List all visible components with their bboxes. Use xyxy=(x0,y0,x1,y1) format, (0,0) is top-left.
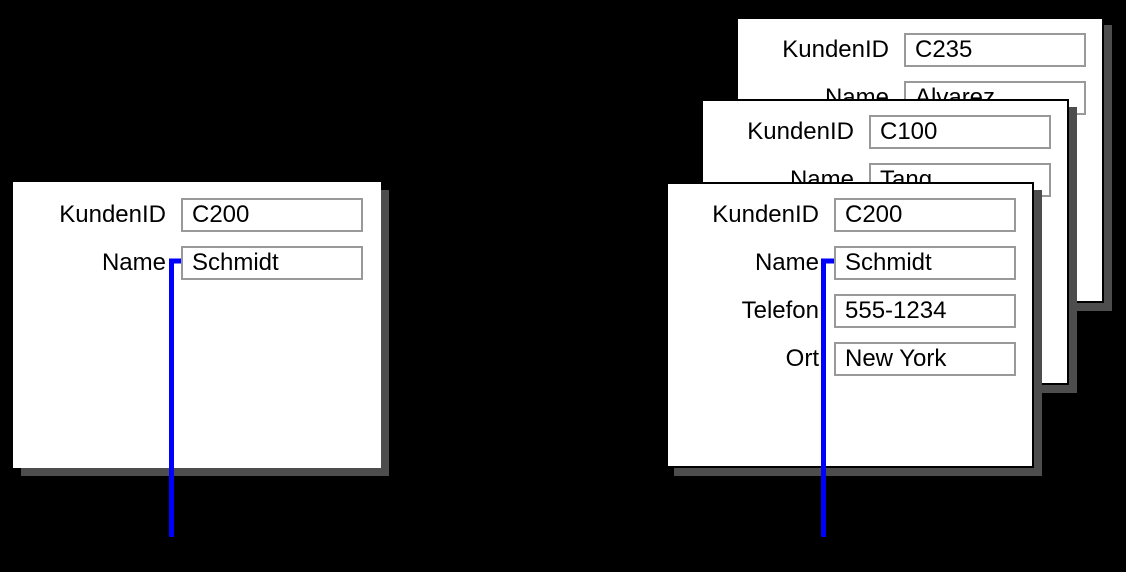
field-label-kundenid: KundenID xyxy=(747,118,854,145)
field-label-name: Name xyxy=(101,249,166,276)
field-row-name: Name Schmidt xyxy=(15,246,379,280)
field-input-kundenid[interactable]: C100 xyxy=(869,115,1051,149)
field-value: C235 xyxy=(915,36,973,63)
field-value: C100 xyxy=(880,118,938,145)
field-input-kundenid[interactable]: C235 xyxy=(904,33,1086,67)
field-value: New York xyxy=(845,345,947,372)
field-label-telefon: Telefon xyxy=(741,297,819,324)
field-value: 555-1234 xyxy=(845,297,947,324)
field-input-ort[interactable]: New York xyxy=(834,342,1016,376)
field-label-ort: Ort xyxy=(785,345,819,372)
field-label-kundenid: KundenID xyxy=(59,201,166,228)
field-input-kundenid[interactable]: C200 xyxy=(834,198,1016,232)
field-label-kundenid: KundenID xyxy=(782,36,889,63)
field-input-kundenid[interactable]: C200 xyxy=(181,198,363,232)
field-row-kundenid: KundenID C200 xyxy=(668,198,1032,232)
field-row-telefon: Telefon 555-1234 xyxy=(668,294,1032,328)
field-label-name: Name xyxy=(754,249,819,276)
form-card-single: KundenID C200 Name Schmidt xyxy=(13,182,381,468)
form-card-stack-front: KundenID C200 Name Schmidt Telefon 555-1… xyxy=(666,182,1034,468)
field-value: C200 xyxy=(845,201,903,228)
field-input-name[interactable]: Schmidt xyxy=(181,246,363,280)
field-value: Schmidt xyxy=(845,249,932,276)
field-row-kundenid: KundenID C235 xyxy=(738,33,1102,67)
field-value: C200 xyxy=(192,201,250,228)
field-row-kundenid: KundenID C100 xyxy=(703,115,1067,149)
field-value: Schmidt xyxy=(192,249,279,276)
field-row-kundenid: KundenID C200 xyxy=(15,198,379,232)
field-label-kundenid: KundenID xyxy=(712,201,819,228)
field-input-telefon[interactable]: 555-1234 xyxy=(834,294,1016,328)
field-row-ort: Ort New York xyxy=(668,342,1032,376)
field-row-name: Name Schmidt xyxy=(668,246,1032,280)
field-input-name[interactable]: Schmidt xyxy=(834,246,1016,280)
